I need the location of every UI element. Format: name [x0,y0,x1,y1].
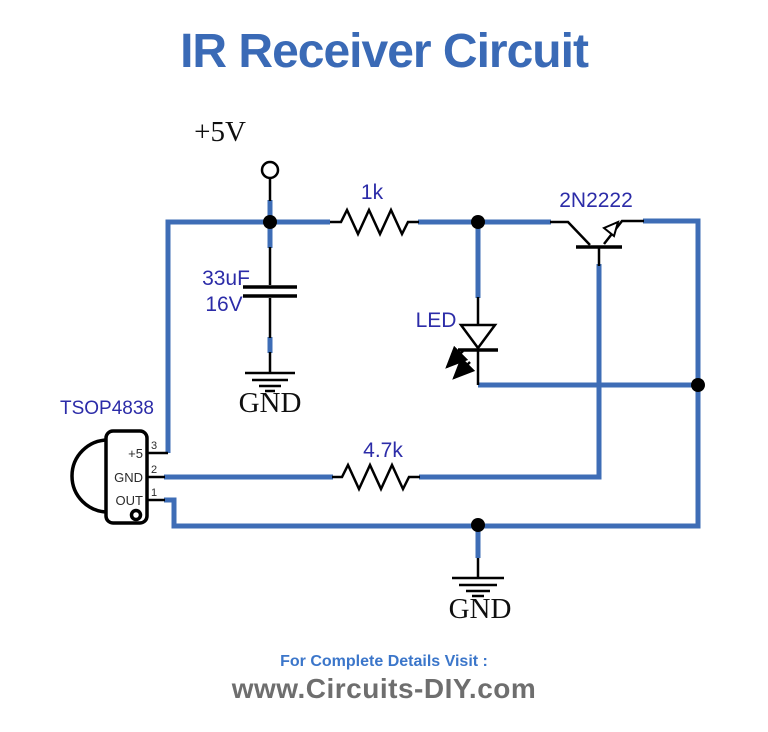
junction-dot-emitter [691,378,705,392]
label-ir-receiver: TSOP4838 [60,398,154,419]
wire-emitter-right-bottom-loop [164,218,701,529]
label-supply: +5V [194,116,246,148]
footer-site-text: www.Circuits-DIY.com [231,673,537,704]
led-triangle [458,323,498,351]
ground-symbol-capacitor [245,371,295,393]
led-emission-arrows [445,345,476,380]
label-gnd-main: GND [449,593,512,625]
ir-receiver-pin1-number: 1 [151,487,157,499]
ir-receiver-pin3-number: 3 [151,440,157,452]
ir-receiver-pin1-label: OUT [116,493,144,508]
label-resistor-4-7k: 4.7k [363,439,403,462]
junction-dot-ground [471,518,485,532]
junction-dot-supply [263,215,277,229]
transistor-2n2222 [550,219,644,266]
ir-receiver-marker-dot [129,508,143,522]
supply-terminal [260,160,280,180]
junction-dot-led [471,215,485,229]
resistor-1k [330,206,419,238]
ground-symbol-main [452,576,504,598]
transistor-collector [550,220,591,246]
label-capacitor-voltage: 16V [205,293,242,316]
ir-receiver-pin2-label: GND [114,470,143,485]
label-led: LED [416,309,457,332]
ir-receiver-pin2-number: 2 [151,464,157,476]
resistor-4-7k [332,461,420,493]
label-gnd-capacitor: GND [239,387,302,419]
label-capacitor-value: 33uF [202,267,250,290]
label-transistor: 2N2222 [559,189,633,212]
footer-visit-text: For Complete Details Visit : [280,653,488,670]
ir-receiver-pin3-label: +5 [128,446,143,461]
ir-receiver-dome [70,438,109,514]
label-resistor-1k: 1k [361,181,384,204]
transistor-emitter [603,219,644,245]
wire-resistor2-to-base [419,264,602,480]
transistor-emitter-arrow [602,220,620,238]
ir-receiver-tsop4838: +5 GND OUT 3 2 1 [70,429,168,525]
page-title: IR Receiver Circuit [180,25,589,78]
